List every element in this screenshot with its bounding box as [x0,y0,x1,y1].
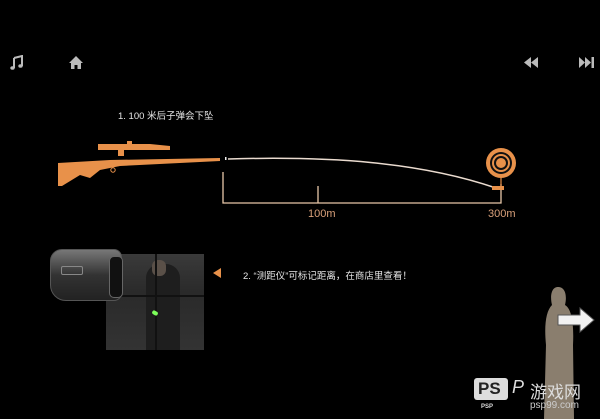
rifle-icon [58,141,220,186]
watermark-logo-sub: PSP [481,404,494,410]
crosshair-v [155,254,157,350]
watermark: PS PSP P 游戏网 psp99.com [474,376,600,419]
target-icon [486,148,516,186]
home-icon [69,56,83,69]
enemy-figure [146,264,180,350]
watermark-p: P [512,377,525,397]
music-icon [10,54,23,70]
tip-rangefinder: 2. “测距仪”可标记距离，在商店里查看！ [243,271,412,282]
home-button[interactable] [68,55,84,70]
ballistics-diagram [58,141,516,204]
pointer-arrow-icon [213,268,221,278]
label-300m: 300m [488,208,516,220]
rangefinder-icon [50,249,123,301]
tip-bullet-drop: 1. 100 米后子弹会下坠 [118,111,214,122]
fast-forward-icon [579,57,594,68]
watermark-logo: PS [478,379,501,398]
crosshair-h [106,295,204,297]
watermark-logo-box: PS [474,378,508,400]
music-button[interactable] [9,54,25,71]
fast-forward-button[interactable] [578,56,595,69]
rewind-button[interactable] [523,56,539,69]
label-100m: 100m [308,208,336,220]
rewind-icon [524,57,538,68]
watermark-site-url: psp99.com [530,400,579,411]
arrow-right-icon [557,306,595,334]
watermark-site-cn: 游戏网 [530,383,581,402]
trajectory-curve [227,157,497,189]
next-page-button[interactable] [556,306,596,334]
